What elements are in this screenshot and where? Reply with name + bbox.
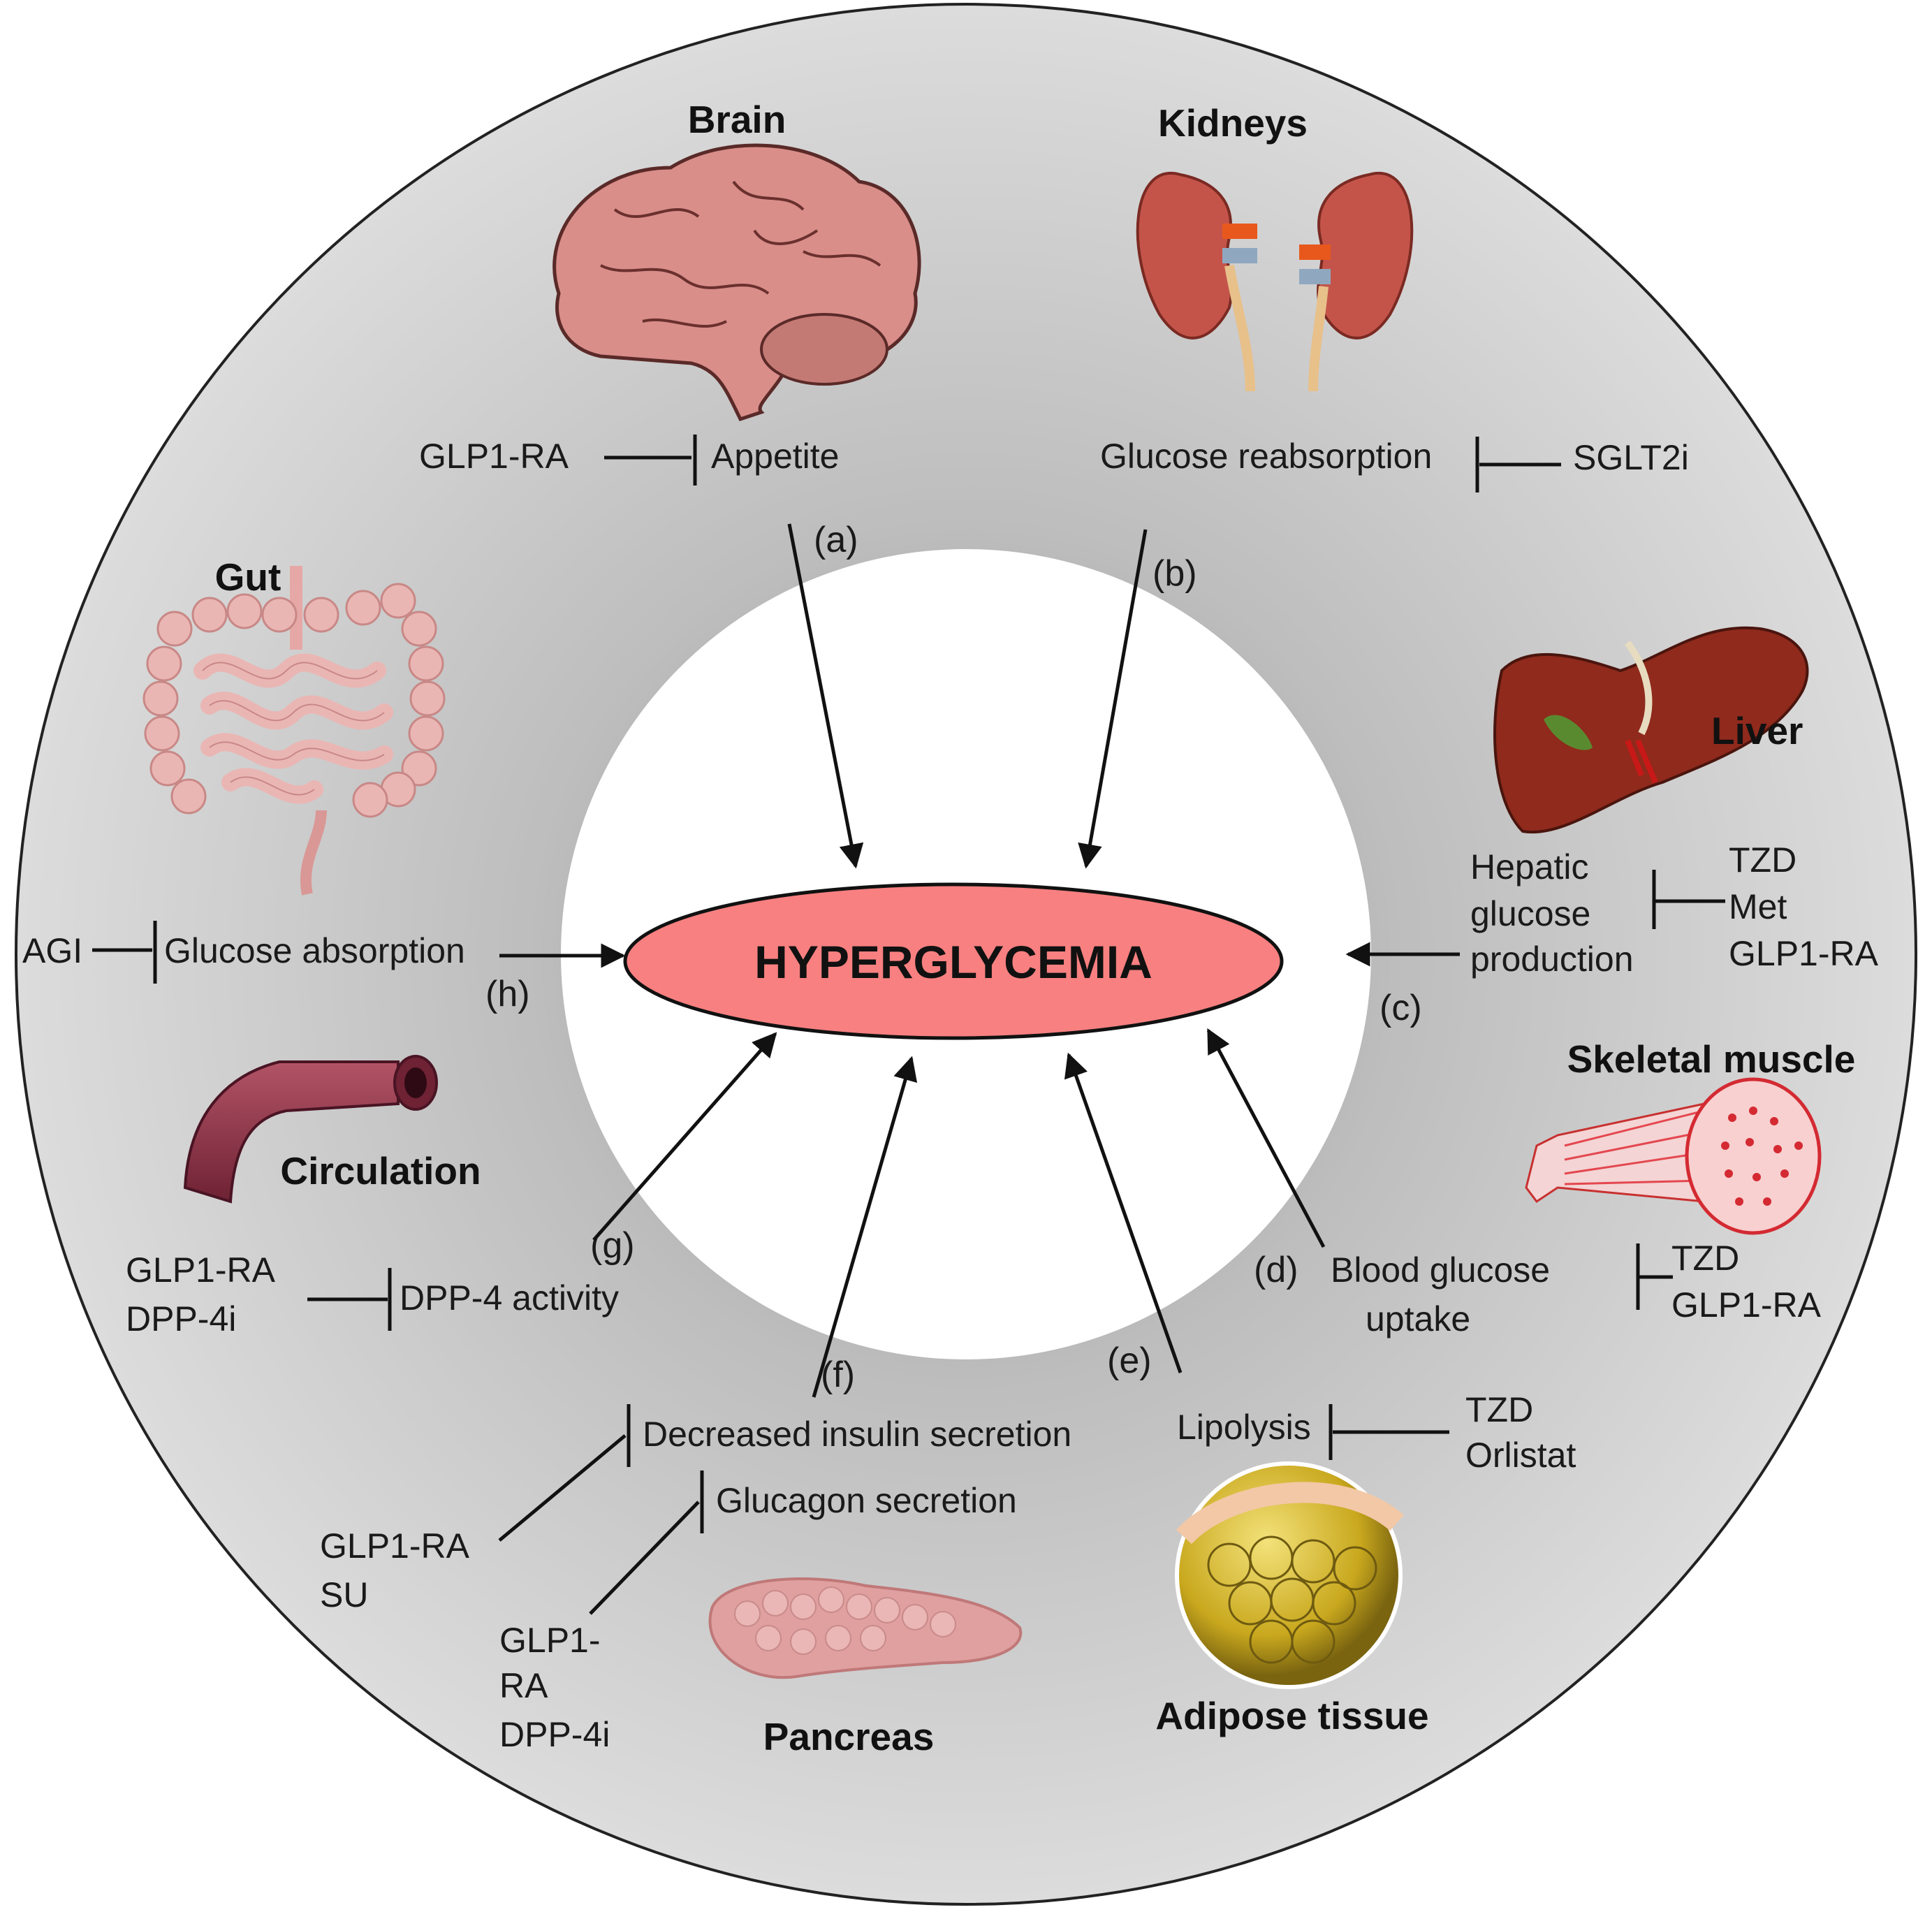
arrow-f [812,1056,918,1398]
center-label: HYPERGLYCEMIA [754,936,1152,988]
circulation-effect: DPP-4 activity [400,1278,619,1318]
brain-drug: GLP1-RA [419,437,569,476]
brain-title: Brain [688,98,786,141]
muscle-title: Skeletal muscle [1567,1037,1856,1081]
liver-drug-1: TZD [1729,840,1796,880]
adipose-drug-1: TZD [1465,1390,1533,1429]
circulation-drug-2: DPP-4i [126,1299,236,1338]
tag-b: (b) [1152,553,1197,594]
liver-drug-2: Met [1729,887,1787,926]
pancreas-drug-glucagon-3: DPP-4i [499,1715,610,1754]
muscle-drug-1: TZD [1671,1239,1739,1278]
liver-illustration [1493,626,1809,834]
arrow-e [1064,1052,1183,1373]
pancreas-drug-glucagon-1: GLP1- [499,1621,601,1660]
adipose-title: Adipose tissue [1155,1694,1428,1737]
brain-illustration [552,143,921,422]
gut-illustration [142,566,446,896]
gut-effect: Glucose absorption [164,931,465,970]
muscle-drug-2: GLP1-RA [1671,1285,1822,1324]
arrow-a [787,523,864,869]
tag-e: (e) [1107,1341,1152,1381]
tag-a: (a) [814,520,858,560]
arrow-b [1078,529,1148,869]
pancreas-drug-insulin-2: SU [320,1575,368,1614]
liver-effect-1: Hepatic [1470,847,1589,886]
arrow-d [1206,1028,1326,1248]
liver-effect-3: production [1470,940,1634,979]
gut-title: Gut [215,555,281,599]
muscle-effect-2: uptake [1366,1299,1470,1338]
kidneys-drug: SGLT2i [1573,438,1689,477]
liver-drug-3: GLP1-RA [1729,934,1879,973]
pancreas-illustration [708,1577,1023,1679]
circulation-drug-1: GLP1-RA [126,1250,276,1290]
gut-drug: AGI [22,931,82,970]
tag-c: (c) [1380,988,1422,1028]
muscle-effect-1: Blood glucose [1331,1250,1550,1290]
kidneys-title: Kidneys [1158,101,1308,145]
tag-d: (d) [1254,1250,1298,1290]
kidneys-effect: Glucose reabsorption [1100,437,1432,476]
arrow-g [592,1032,777,1241]
liver-title: Liver [1711,709,1803,752]
pancreas-drug-insulin-1: GLP1-RA [320,1526,470,1566]
pancreas-effect-glucagon: Glucagon secretion [716,1481,1017,1520]
tag-f: (f) [821,1355,855,1395]
adipose-effect: Lipolysis [1177,1408,1311,1447]
liver-effect-2: glucose [1470,894,1590,933]
pancreas-drug-glucagon-2: RA [499,1666,548,1705]
kidneys-illustration [1136,172,1414,392]
blood-vessel-illustration [183,1055,438,1204]
pancreas-title: Pancreas [763,1715,935,1758]
skeletal-muscle-illustration [1525,1077,1822,1235]
brain-effect: Appetite [711,437,839,476]
tag-h: (h) [485,974,530,1014]
pancreas-effect-insulin: Decreased insulin secretion [643,1415,1071,1454]
tag-g: (g) [590,1225,635,1266]
circulation-title: Circulation [280,1149,481,1192]
adipose-drug-2: Orlistat [1465,1436,1576,1475]
adipose-tissue-illustration [1175,1461,1404,1689]
